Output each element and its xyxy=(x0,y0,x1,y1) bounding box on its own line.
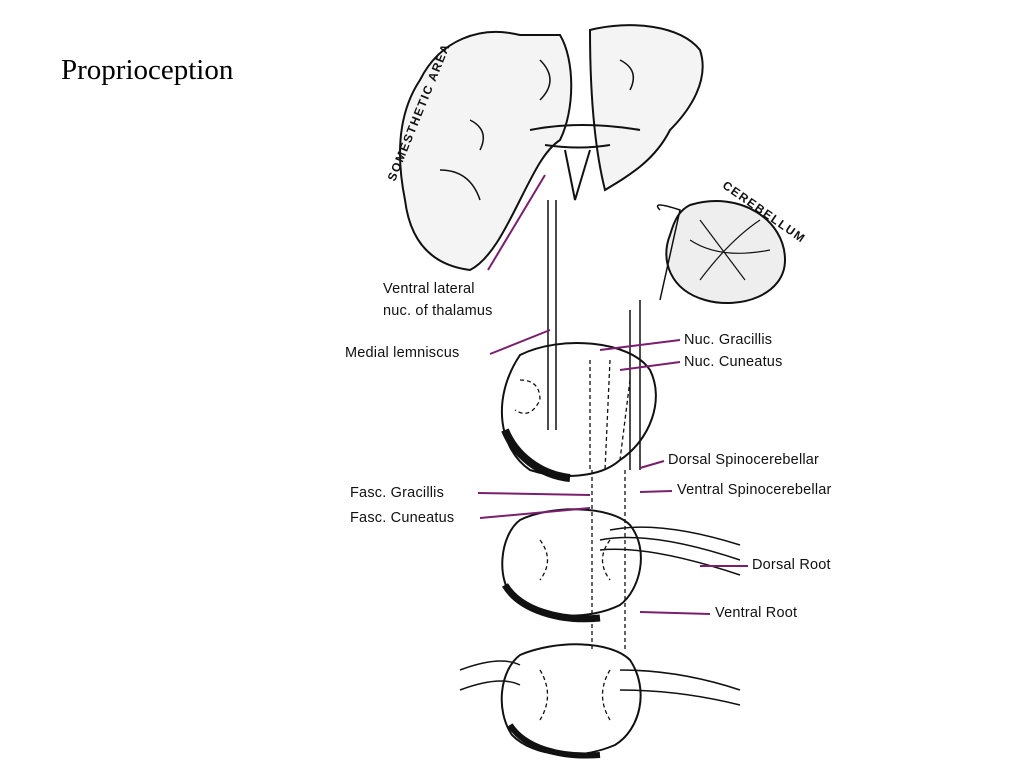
label-fasc-cuneatus: Fasc. Cuneatus xyxy=(350,510,455,526)
leader-lines xyxy=(477,174,748,615)
label-medial-lemniscus: Medial lemniscus xyxy=(345,345,460,361)
label-nuc-cuneatus: Nuc. Cuneatus xyxy=(684,354,783,370)
label-fasc-gracillis: Fasc. Gracillis xyxy=(350,485,445,501)
label-ventral-root: Ventral Root xyxy=(715,605,798,621)
label-nuc-gracillis: Nuc. Gracillis xyxy=(684,332,773,348)
label-ventral-lateral-line2: nuc. of thalamus xyxy=(383,303,493,319)
spinal-cord-upper xyxy=(501,508,642,617)
spinal-cord-lower xyxy=(500,643,642,756)
label-dorsal-root: Dorsal Root xyxy=(752,557,831,573)
label-ventral-spinocerebellar: Ventral Spinocerebellar xyxy=(677,482,832,498)
label-dorsal-spinocerebellar: Dorsal Spinocerebellar xyxy=(668,452,820,468)
cerebrum-left-hemisphere xyxy=(399,31,573,272)
slide-title: Proprioception xyxy=(61,54,234,86)
label-ventral-lateral-line1: Ventral lateral xyxy=(383,281,475,297)
cerebrum-right-hemisphere xyxy=(588,24,704,192)
ventricles xyxy=(529,124,641,201)
